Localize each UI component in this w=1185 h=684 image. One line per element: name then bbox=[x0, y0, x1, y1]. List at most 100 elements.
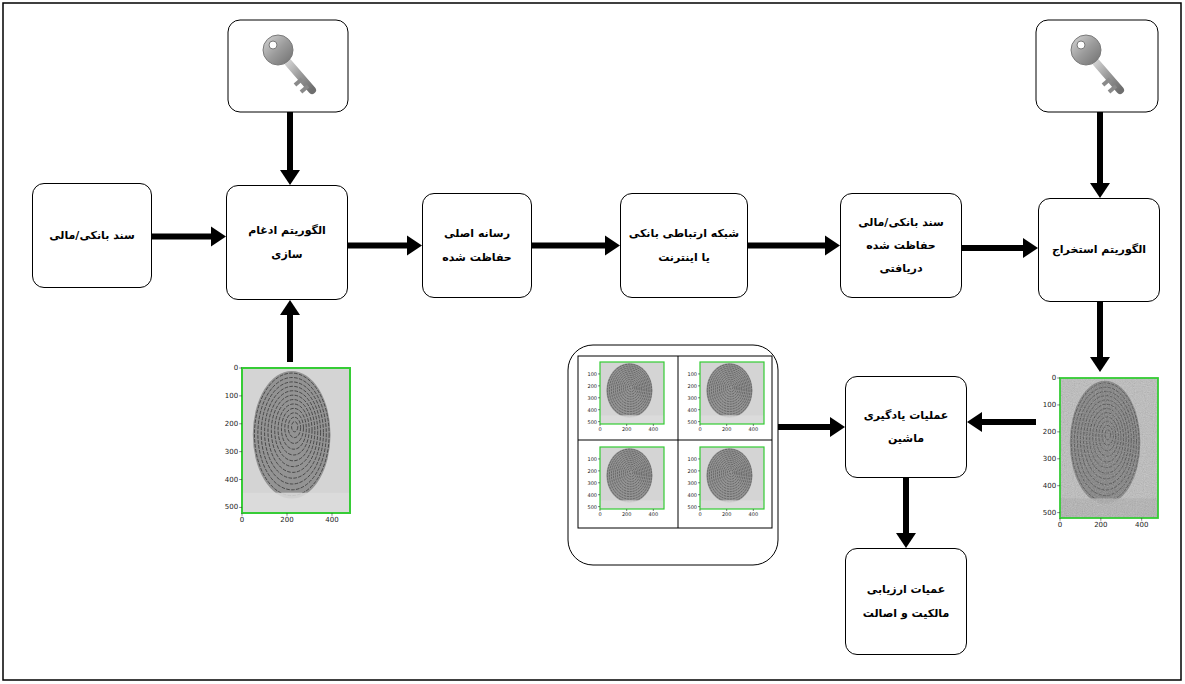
node-label: شبکه ارتباطی بانکی یا اینترنت bbox=[627, 222, 741, 268]
axis-tick-label: 200 bbox=[1094, 522, 1107, 529]
axis-tick bbox=[1100, 518, 1101, 521]
axis-tick bbox=[598, 506, 600, 507]
ridge bbox=[254, 373, 329, 495]
document-box: سند بانکی/مالی حفاظت شده دریافتی bbox=[840, 193, 962, 298]
axis-tick bbox=[698, 482, 700, 483]
axis-tick-label: 0 bbox=[598, 427, 601, 432]
ridge bbox=[729, 470, 733, 474]
ridge bbox=[268, 391, 318, 473]
node-label: عمیات ارزیابی مالکیت و اصالت bbox=[852, 578, 960, 624]
arrow-line bbox=[287, 314, 293, 362]
ridge bbox=[609, 366, 650, 414]
axis-tick-label: 100 bbox=[587, 371, 597, 376]
arrow-line bbox=[532, 243, 606, 249]
group-box bbox=[568, 345, 778, 565]
arrow-head bbox=[1090, 357, 1110, 372]
axis-tick bbox=[698, 506, 700, 507]
axis-tick-label: 500 bbox=[587, 419, 597, 424]
ridge bbox=[611, 368, 648, 412]
image-frame bbox=[600, 362, 664, 424]
node-label: الگوریتم استخراج bbox=[1052, 238, 1146, 261]
image-frame bbox=[242, 368, 350, 513]
arrow-line bbox=[287, 112, 293, 171]
ridge bbox=[719, 375, 741, 401]
ridge bbox=[721, 462, 739, 484]
ridge bbox=[625, 466, 636, 479]
axis-tick bbox=[598, 397, 600, 398]
flow-arrow bbox=[152, 227, 226, 247]
axis-tick bbox=[598, 482, 600, 483]
ridge bbox=[281, 408, 306, 449]
arrow-head bbox=[830, 417, 845, 437]
arrow-line bbox=[152, 234, 212, 240]
axis-tick bbox=[1057, 458, 1060, 459]
axis-tick-label: 0 bbox=[240, 517, 244, 524]
axis-tick-label: 300 bbox=[587, 395, 597, 400]
ridge bbox=[275, 400, 312, 461]
axis-tick bbox=[598, 470, 600, 471]
axis-tick bbox=[598, 421, 600, 422]
axis-tick bbox=[287, 513, 288, 516]
axis-tick bbox=[698, 494, 700, 495]
ridge bbox=[288, 417, 300, 437]
axis-tick bbox=[698, 458, 700, 459]
process-box: عملیات یادگیری ماشین bbox=[845, 376, 967, 478]
axis-tick-label: 400 bbox=[687, 492, 697, 497]
ridge bbox=[629, 470, 633, 474]
image-ground bbox=[242, 493, 350, 513]
ridge bbox=[623, 464, 638, 481]
fingerprint-image bbox=[1060, 378, 1158, 518]
arrow-head bbox=[1023, 238, 1038, 258]
ridge bbox=[707, 449, 751, 501]
image-ground bbox=[1060, 378, 1158, 518]
axis-tick-label: 200 bbox=[280, 517, 293, 524]
ridge bbox=[292, 422, 298, 432]
ridge bbox=[711, 453, 748, 497]
axis-tick bbox=[1057, 404, 1060, 405]
ridge bbox=[617, 459, 643, 490]
ridge bbox=[621, 377, 639, 399]
arrow-head bbox=[967, 412, 982, 432]
axis-tick-label: 100 bbox=[687, 371, 697, 376]
axis-tick bbox=[626, 424, 627, 426]
flow-arrow bbox=[896, 478, 916, 548]
axis-tick bbox=[753, 424, 754, 426]
image-frame bbox=[700, 362, 764, 424]
axis-tick-label: 0 bbox=[1052, 375, 1056, 382]
ridge bbox=[613, 370, 646, 409]
flow-arrow bbox=[748, 236, 840, 256]
process-box: عمیات ارزیابی مالکیت و اصالت bbox=[845, 548, 967, 655]
axis-tick bbox=[653, 424, 654, 426]
axis-tick-label: 400 bbox=[225, 476, 238, 483]
axis-tick bbox=[598, 373, 600, 374]
ridge bbox=[619, 375, 641, 401]
fingerprint-image bbox=[700, 447, 764, 509]
ridge bbox=[713, 370, 746, 409]
axis-tick-label: 0 bbox=[1058, 522, 1062, 529]
ridge bbox=[715, 372, 744, 407]
ridge bbox=[625, 381, 636, 394]
ridge bbox=[717, 459, 743, 490]
ridge bbox=[725, 381, 736, 394]
ridge bbox=[715, 457, 744, 492]
image-ground bbox=[700, 500, 764, 509]
axis-tick-label: 500 bbox=[687, 504, 697, 509]
axis-tick-label: 400 bbox=[587, 492, 597, 497]
axis-tick bbox=[1057, 485, 1060, 486]
ridge bbox=[721, 377, 739, 399]
axis-tick bbox=[726, 509, 727, 511]
ridge bbox=[723, 379, 738, 396]
axis-tick bbox=[598, 409, 600, 410]
arrow-head bbox=[280, 170, 300, 185]
ridge bbox=[613, 455, 646, 494]
image-ground bbox=[600, 362, 664, 424]
axis-tick bbox=[698, 409, 700, 410]
node-label: عملیات یادگیری ماشین bbox=[852, 404, 960, 450]
axis-tick bbox=[239, 451, 242, 452]
axis-tick-label: 400 bbox=[687, 407, 697, 412]
axis-tick bbox=[698, 470, 700, 471]
axis-tick bbox=[1141, 518, 1142, 521]
image-ground bbox=[600, 447, 664, 509]
ridge bbox=[717, 374, 743, 405]
axis-tick-label: 0 bbox=[234, 365, 238, 372]
